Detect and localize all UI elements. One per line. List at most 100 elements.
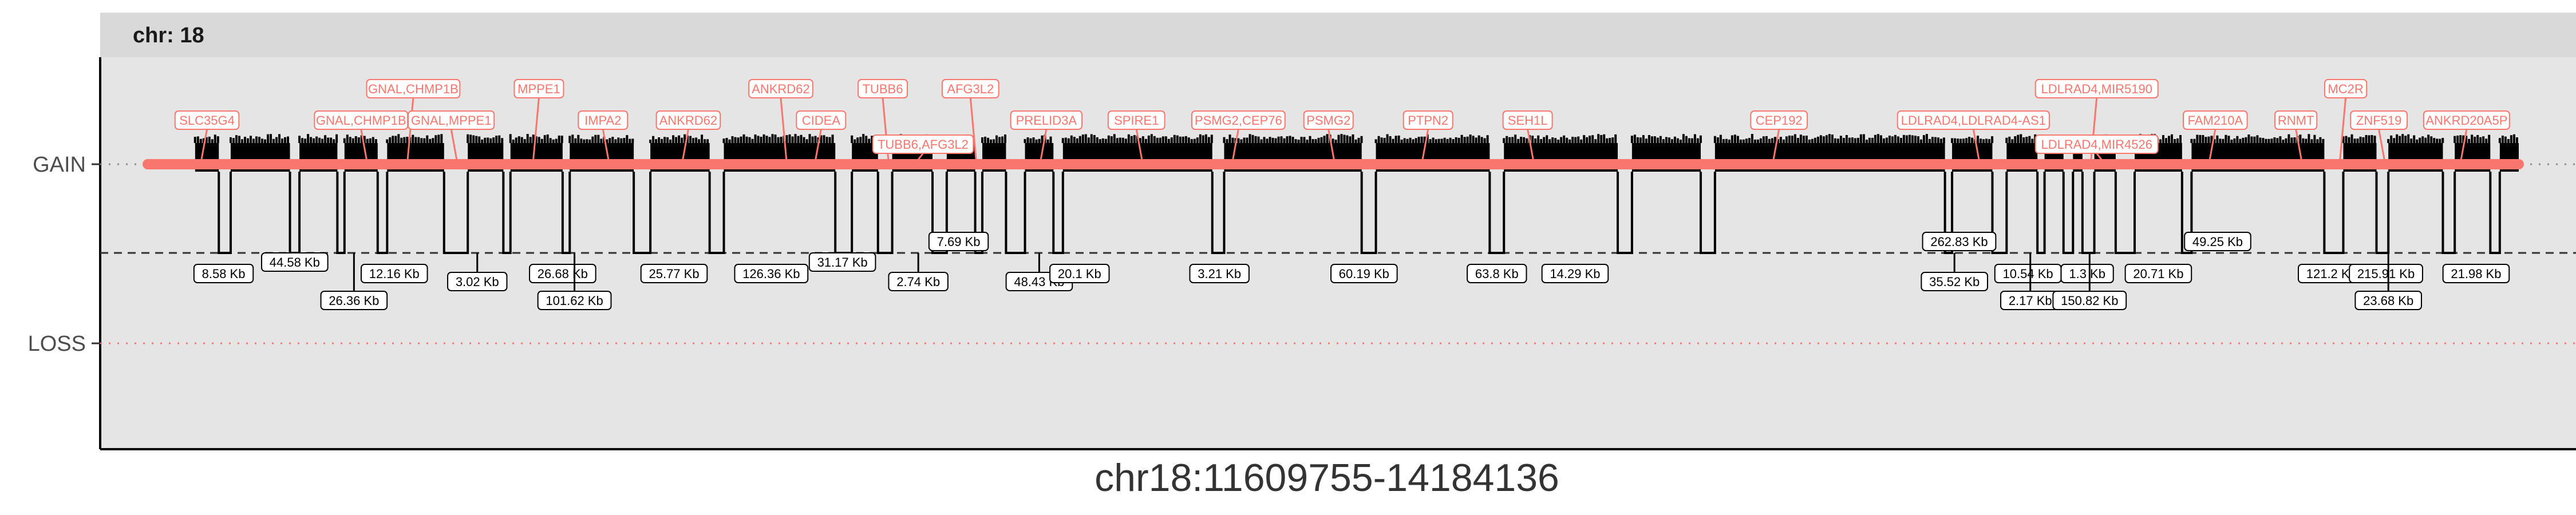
gap-label-text: 262.83 Kb [1930, 235, 1988, 249]
gap-label: 44.58 Kb [261, 252, 329, 272]
gene-label: MC2R [2324, 79, 2368, 161]
gap-label: 26.68 Kb [529, 264, 596, 283]
gene-label-leader [2460, 129, 2468, 161]
gene-label-text: PTPN2 [1408, 113, 1448, 128]
gene-label-box [366, 79, 461, 98]
gene-label: MPPE1 [513, 79, 564, 161]
gene-label-leader [2378, 129, 2386, 161]
y-tick-label-loss: LOSS [28, 332, 86, 356]
gene-label: PRELID3A [1010, 110, 1083, 161]
gap-drop-line [2441, 172, 2456, 254]
gain-segment-spikes [1713, 134, 1945, 143]
gap-label-text: 12.16 Kb [369, 267, 420, 281]
gap-drop-line [376, 172, 389, 254]
gap-label-box [447, 272, 508, 291]
gene-label-text: LDLRAD4,LDLRAD4-AS1 [1901, 113, 2046, 128]
gain-segment-spikes [509, 134, 563, 143]
gap-drop-line [1488, 172, 1506, 254]
gap-label: 2.74 Kb [888, 253, 949, 291]
gap-drop-line [708, 172, 725, 254]
gap-drop-line [2081, 172, 2096, 254]
gap-label-text: 14.29 Kb [1550, 267, 1600, 281]
gap-drop-line [2489, 172, 2501, 254]
gap-label: 215.91 Kb [2349, 264, 2423, 283]
gene-label-box [1750, 110, 1808, 130]
gene-label-leader [1231, 129, 1239, 161]
gap-label: 3.21 Kb [1189, 264, 1250, 283]
gene-label-box [1107, 110, 1165, 130]
gene-label: ANKRD62 [748, 79, 813, 161]
gene-label: RNMT [2274, 110, 2318, 161]
gene-label: ANKRD62 [655, 110, 721, 161]
gene-label-box [578, 110, 629, 130]
gap-label-box [360, 264, 428, 283]
gap-label-text: 101.62 Kb [546, 294, 603, 308]
gap-drop-line [1360, 172, 1377, 254]
gap-drop-line [502, 172, 512, 254]
gene-label-box [408, 110, 495, 130]
gain-segment-spikes [981, 134, 1006, 143]
gene-label-leader [1040, 129, 1048, 161]
gap-label-box [261, 252, 329, 272]
gap-drop-line [1211, 172, 1226, 254]
gap-label-box [529, 264, 596, 283]
gene-label: ANKRD20A5P [2423, 110, 2510, 161]
gap-label: 63.8 Kb [1467, 264, 1527, 283]
gap-label: 31.17 Kb [808, 252, 876, 272]
gene-label: TUBB6 [858, 79, 908, 161]
gene-label-box [858, 79, 908, 98]
gene-label-box [872, 134, 974, 154]
x-axis-title: chr18:11609755-14184136 [1095, 456, 1559, 500]
gap-label-text: 20.1 Kb [1058, 267, 1101, 281]
gene-label-text: AFG3L2 [947, 82, 994, 96]
gap-label: 121.2 Kb [2297, 264, 2365, 283]
gene-label-text: CEP192 [1756, 113, 1803, 128]
gene-label-box [174, 110, 240, 130]
gap-drop-line [2375, 172, 2390, 254]
gap-drop-line [2180, 172, 2193, 254]
gene-label-text: FAM210A [2188, 113, 2243, 128]
gene-label-text: ZNF519 [2356, 113, 2401, 128]
gene-label-box [796, 110, 847, 130]
gene-label-box [2274, 110, 2318, 130]
gene-label: CEP192 [1750, 110, 1808, 161]
gene-label-text: MC2R [2328, 82, 2363, 96]
gap-label: 60.19 Kb [1330, 264, 1398, 283]
gap-drop-line [1991, 172, 2008, 254]
gap-drop-line [2062, 172, 2075, 254]
gap-label: 262.83 Kb [1922, 232, 1997, 251]
gap-label-text: 25.77 Kb [649, 267, 699, 281]
gene-label: GNAL,CHMP1B [366, 79, 461, 161]
gap-label-text: 215.91 Kb [2357, 267, 2415, 281]
gene-label-text: GNAL,MPPE1 [411, 113, 492, 128]
gap-drop-line [442, 172, 469, 254]
gap-label-text: 8.58 Kb [202, 267, 246, 281]
gene-label: LDLRAD4,LDLRAD4-AS1 [1897, 110, 2050, 161]
gap-label: 21.98 Kb [2442, 264, 2510, 283]
gene-label-box [513, 79, 564, 98]
gap-label-box [1922, 232, 1997, 251]
gene-label-text: PRELID3A [1016, 113, 1077, 128]
gap-label-text: 35.52 Kb [1929, 275, 1980, 289]
gap-label-text: 3.21 Kb [1198, 267, 1241, 281]
gap-label-box [537, 291, 612, 310]
gain-segment-spikes [2190, 134, 2325, 143]
gap-label: 101.62 Kb [537, 253, 612, 310]
gain-segment-spikes [2005, 134, 2037, 143]
gain-segment-spikes [1374, 134, 1489, 143]
gap-label-text: 26.68 Kb [538, 267, 588, 281]
gene-label-box [655, 110, 721, 130]
gap-label-box [888, 272, 949, 291]
gap-label-box [2052, 291, 2127, 310]
gene-label: SEH1L [1502, 110, 1553, 161]
gap-drop-line [2323, 172, 2345, 254]
gene-label-box [1303, 110, 1354, 130]
gene-label-text: PSMG2 [1306, 113, 1350, 128]
gap-label-text: 44.58 Kb [270, 255, 320, 270]
gap-label-box [640, 264, 708, 283]
gene-label: LDLRAD4,MIR4526 [2034, 134, 2159, 161]
gene-label: SPIRE1 [1107, 110, 1165, 161]
gain-segment-spikes [2498, 134, 2518, 143]
gene-label-text: ANKRD62 [752, 82, 809, 96]
gap-label: 150.82 Kb [2052, 253, 2127, 310]
